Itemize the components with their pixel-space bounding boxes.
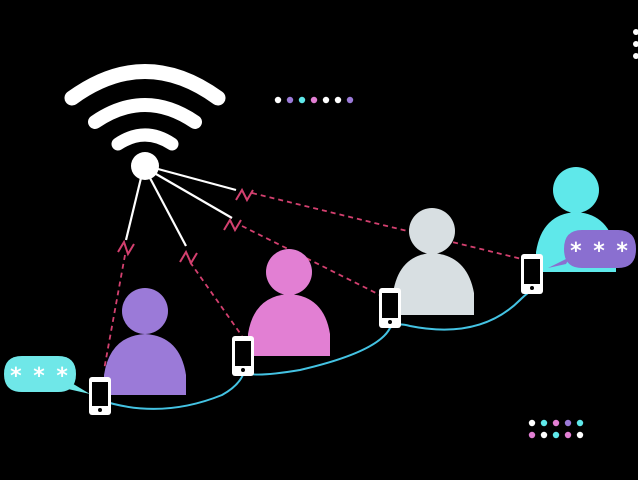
smartphone-icon: [521, 254, 543, 294]
phone-cable: [99, 290, 533, 410]
person-purple: [104, 288, 186, 395]
speech-bubble-right-text: * * *: [570, 239, 630, 264]
dot-grid-bottom: [528, 419, 584, 439]
dot-row-top: [274, 96, 354, 104]
router-links: [124, 167, 237, 247]
smartphone-icon: [89, 377, 111, 415]
wifi-arc-inner: [111, 128, 179, 151]
wifi-arc-middle: [88, 98, 202, 129]
speech-bubble-left-text: * * *: [10, 364, 70, 389]
wifi-router-icon: [64, 64, 226, 151]
signal-lines: [103, 192, 535, 371]
speech-bubble-left: * * *: [4, 356, 90, 394]
zigzag-lightning-icon: [117, 187, 254, 266]
smartphone-icon: [232, 336, 254, 376]
speech-bubble-right: * * *: [548, 230, 636, 268]
person-pink: [248, 249, 330, 356]
smartphone-icon: [379, 288, 401, 328]
router-hub: [131, 152, 159, 180]
wifi-arc-outer: [64, 64, 226, 106]
person-grey: [393, 208, 474, 315]
dot-column-edge: [633, 29, 638, 59]
